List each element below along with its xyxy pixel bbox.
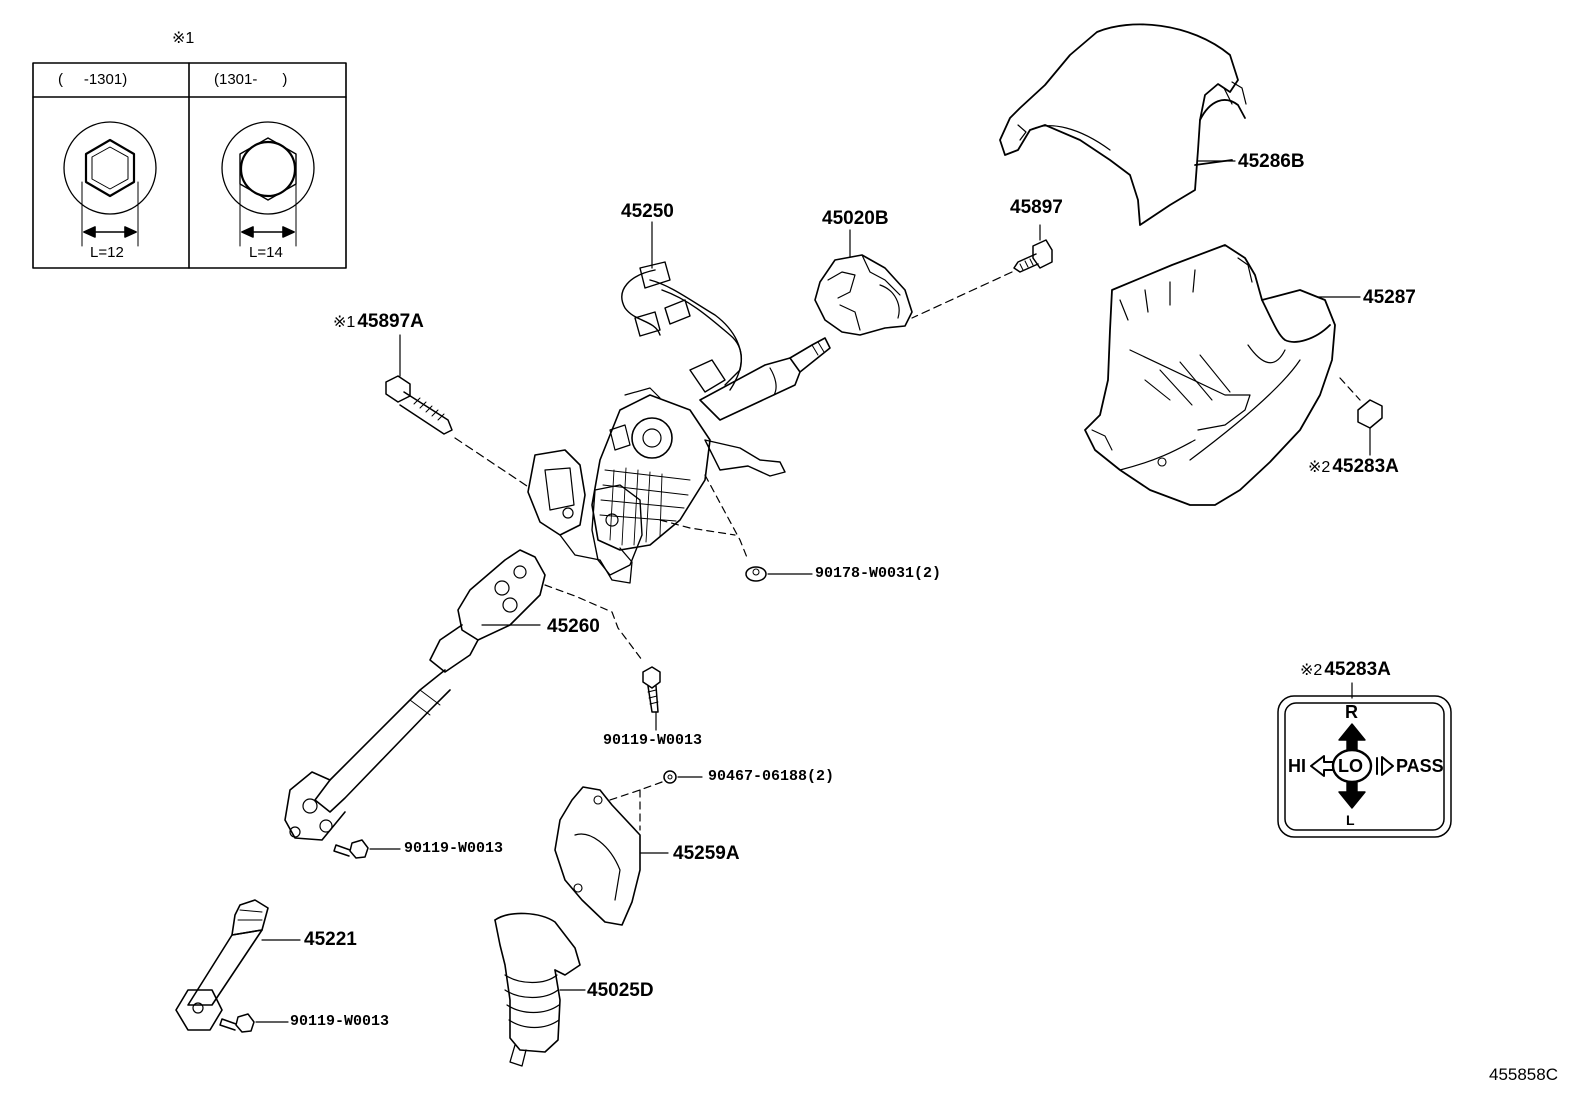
steering-shaft-45221	[175, 899, 301, 1031]
note-mark-2: ※2	[1308, 459, 1331, 476]
switch-label-r: R	[1345, 702, 1358, 722]
inset-hex-size-table	[32, 62, 347, 269]
callout-90119-W0013-lower: 90119-W0013	[290, 1013, 390, 1030]
steering-column-assembly-45250	[527, 221, 831, 584]
callout-90119-W0013-middle: 90119-W0013	[404, 840, 504, 857]
callout-45283A-number: 45283A	[1332, 456, 1399, 477]
dimmer-arrows-icon	[1310, 723, 1394, 809]
callout-45259A: 45259A	[673, 843, 740, 864]
bolt-90119-a-icon	[642, 666, 661, 731]
switch-label-part: 45283A	[1324, 659, 1391, 680]
switch-label-hi: HI	[1288, 756, 1306, 776]
callout-90467-06188: 90467-06188(2)	[708, 768, 835, 785]
callout-45025D: 45025D	[587, 980, 654, 1001]
note-mark-1: ※1	[333, 314, 356, 331]
callout-45897: 45897	[1010, 197, 1063, 218]
inset-note-marker: ※1	[172, 30, 195, 47]
callout-45250: 45250	[621, 201, 674, 222]
switch-label-panel	[1277, 695, 1452, 838]
callout-45020B: 45020B	[822, 208, 889, 229]
callout-90119-W0013-upper: 90119-W0013	[603, 732, 703, 749]
washer-90467-icon	[609, 770, 703, 831]
bolt-90119-b-icon	[333, 839, 401, 859]
bolt-45897A-icon	[385, 334, 531, 489]
upper-column-cover-45286B	[999, 23, 1247, 226]
inset-dimension-right: L=14	[249, 244, 283, 261]
switch-note-mark: ※2	[1300, 662, 1323, 679]
hex-bolt-head-14-icon	[221, 121, 315, 247]
lower-column-cover-45287	[1084, 244, 1336, 506]
callout-45897A-number: 45897A	[357, 311, 424, 332]
switch-label-lo: LO	[1338, 756, 1363, 776]
callout-45260: 45260	[547, 616, 600, 637]
switch-label-cap-45283A-icon	[1339, 377, 1383, 456]
callout-45287: 45287	[1363, 287, 1416, 308]
nut-90178-icon	[745, 566, 813, 582]
intermediate-shaft-45260	[284, 549, 643, 841]
callout-90178-W0031: 90178-W0031(2)	[815, 565, 942, 582]
switch-label-pass: PASS	[1396, 756, 1444, 776]
bolt-90119-c-icon	[219, 1013, 289, 1033]
screw-45897-icon	[911, 224, 1053, 319]
inset-header-after: (1301- )	[214, 71, 288, 88]
column-hole-cover-45259A	[554, 786, 669, 926]
callout-45221: 45221	[304, 929, 357, 950]
drawing-number: 455858C	[1488, 1065, 1558, 1084]
hex-bolt-head-12-icon	[63, 121, 157, 247]
column-hole-boot-45025D	[494, 912, 586, 1067]
inset-header-before: ( -1301)	[58, 71, 128, 88]
callout-45286B: 45286B	[1238, 151, 1305, 172]
inset-dimension-left: L=12	[90, 244, 124, 261]
switch-label-l: L	[1346, 812, 1355, 828]
steering-lock-45020B	[814, 229, 913, 336]
